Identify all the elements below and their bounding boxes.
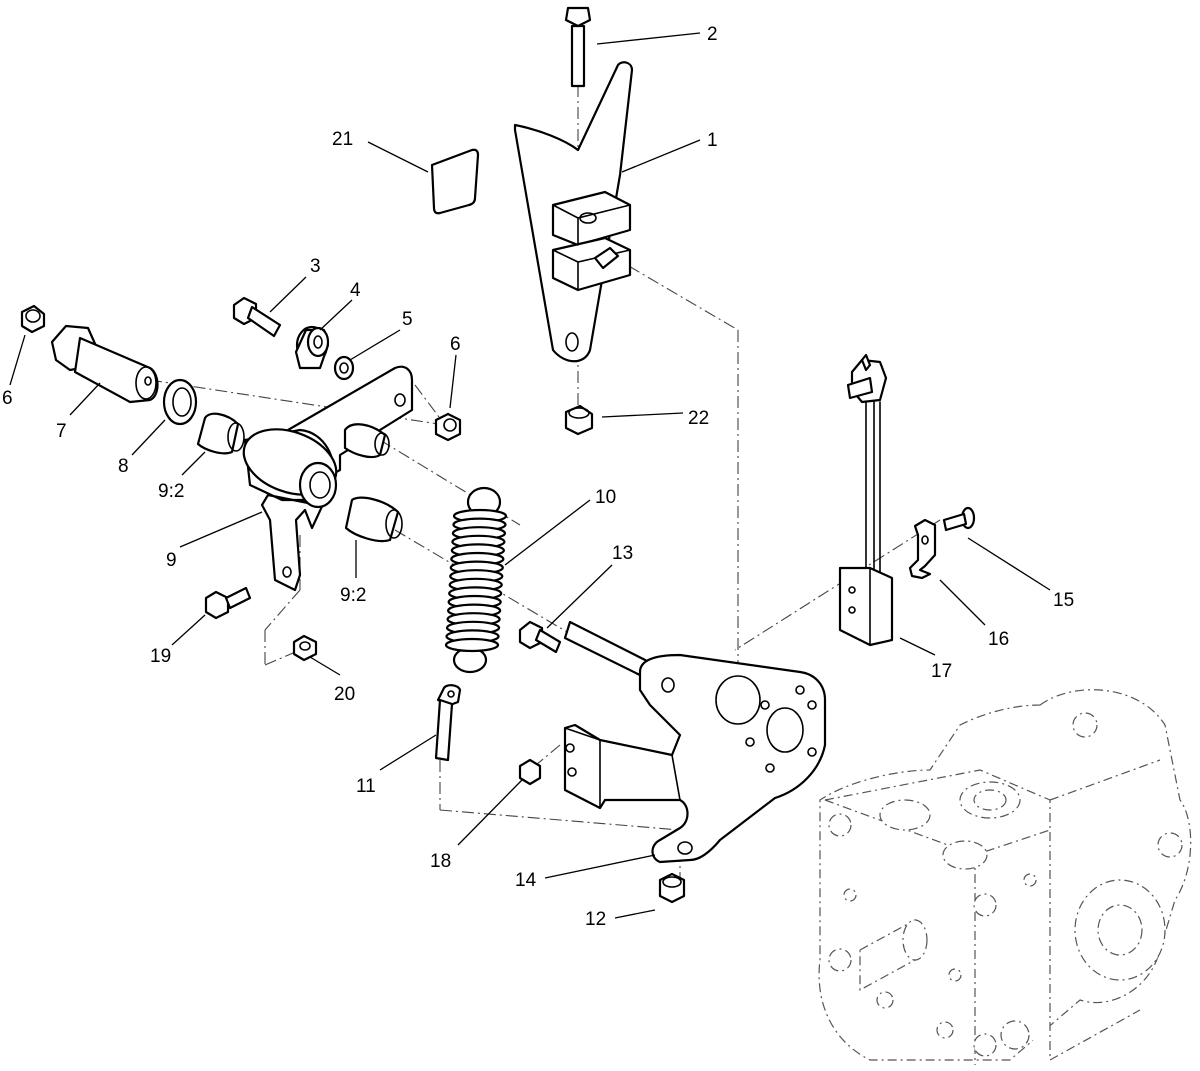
part-6-nut-right [434,412,462,442]
callout-5: 5 [402,309,413,330]
callout-labels: 1 2 3 4 5 6 6 7 8 9 9:2 9:2 10 11 12 13 … [2,24,1074,930]
part-12-nut [658,872,686,904]
callout-22: 22 [688,408,709,429]
part-9-2-bushing-lower [344,496,403,543]
callout-20: 20 [334,684,355,705]
callout-3: 3 [310,256,321,277]
part-2-bolt [564,6,592,88]
callout-8: 8 [118,456,129,477]
leader-lines [9,32,1051,919]
callout-19: 19 [150,646,171,667]
callout-7: 7 [56,421,67,442]
callout-14: 14 [515,870,537,891]
callout-11: 11 [356,776,376,797]
part-22-nut [564,404,594,436]
callout-6-right: 6 [450,334,461,355]
part-21-decal [430,148,480,215]
callout-15: 15 [1053,590,1074,611]
part-1-bracket [513,61,634,363]
callout-21: 21 [332,129,353,150]
part-6-nut-left [20,304,46,334]
callout-9-2-upper: 9:2 [158,481,184,502]
part-15-screw [942,506,976,532]
part-8-washer [162,378,198,426]
callout-10: 10 [595,487,616,508]
callout-6-left: 6 [2,388,13,409]
callout-17: 17 [931,661,952,682]
part-10-spring [444,486,508,674]
callout-2: 2 [707,24,718,45]
callout-4: 4 [350,280,361,301]
callout-16: 16 [988,629,1009,650]
part-9-lever [242,365,414,592]
callout-9-2-lower: 9:2 [340,585,366,606]
part-16-clip [908,518,937,580]
part-13-bolt [518,620,562,654]
part-9-2-bushing-upper [196,412,245,455]
callout-9: 9 [166,550,177,571]
part-19-bolt [204,586,252,620]
spring-coil [444,637,500,653]
part-11-rod [434,684,462,762]
callout-13: 13 [612,543,633,564]
part-17-sensor [838,353,894,647]
part-3-bolt [232,296,282,338]
part-7-shaft [50,324,159,404]
part-5-washer [333,355,355,381]
callout-12: 12 [585,909,606,930]
callout-18: 18 [430,851,451,872]
part-4-spacer [294,325,330,370]
part-20-nut [292,634,318,662]
hydrostatic-pump-ghost [818,689,1192,1065]
part-18-nut [518,758,542,786]
part-14-control-bracket [563,620,827,864]
callout-1: 1 [707,130,718,151]
